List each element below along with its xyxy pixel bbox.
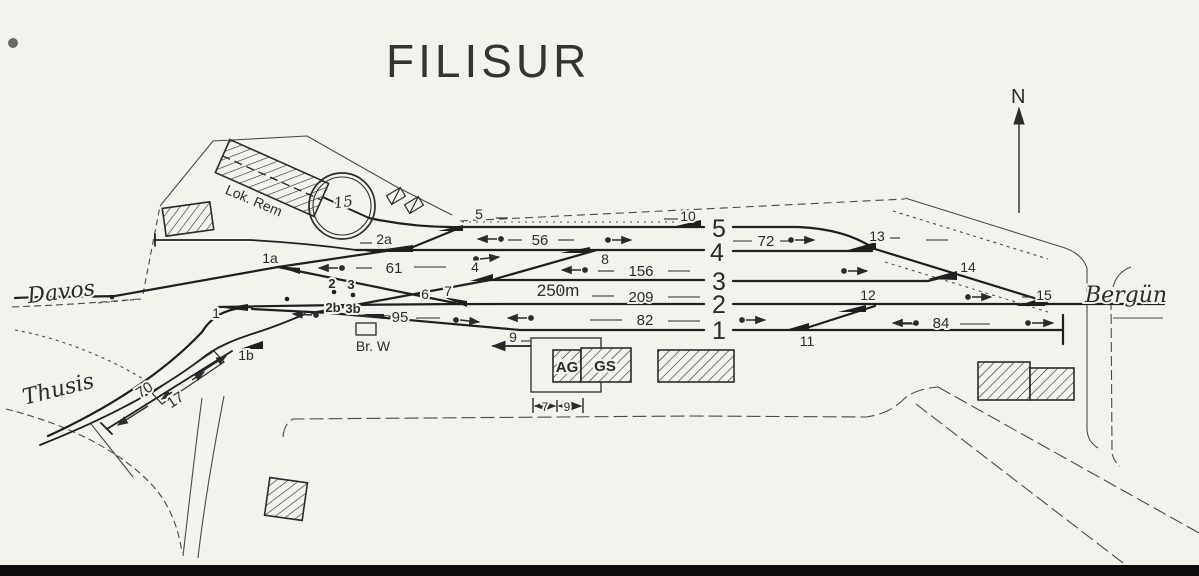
dotted-track-lines: [462, 221, 1049, 313]
turntable-number: 15: [333, 192, 354, 212]
switch-label-8: 8: [601, 251, 609, 267]
switch-label-14: 14: [960, 259, 976, 275]
goods-shed-gs: [580, 347, 632, 383]
goods-shed-label-gs: GS: [594, 358, 616, 375]
turntable: [308, 172, 376, 240]
switch-label-11: 11: [800, 333, 815, 349]
length-72: 72: [758, 233, 775, 250]
switch-label-3: 3: [347, 277, 354, 292]
weighbridge-symbol: [355, 322, 377, 336]
station-label-thusis: Thusis: [20, 369, 97, 411]
track-number-4: 4: [710, 239, 724, 267]
switch-label-13: 13: [869, 228, 885, 244]
platform-dim-9: 9: [564, 400, 571, 414]
building-east-1: [977, 361, 1031, 401]
roads-and-boundaries: [5, 135, 1199, 576]
switch-label-2: 2: [328, 276, 335, 291]
length-82: 82: [637, 312, 654, 329]
length-209: 209: [628, 289, 653, 306]
station-building-label-ag: AG: [556, 359, 579, 376]
length-250m: 250m: [537, 281, 580, 300]
station-label-berguen: Bergün: [1084, 283, 1167, 308]
lineside-hut-1: [385, 186, 407, 206]
lineside-hut-2: [403, 195, 425, 215]
track-number-2: 2: [712, 291, 726, 319]
length-markers: [116, 217, 1055, 426]
length-61: 61: [386, 260, 403, 277]
switch-label-10: 10: [680, 208, 696, 224]
scan-speck: [8, 38, 18, 48]
switch-label-7: 7: [444, 283, 452, 299]
switch-label-1b: 1b: [238, 347, 254, 363]
switch-label-6: 6: [421, 286, 429, 302]
track-number-1: 1: [712, 317, 726, 345]
switch-label-3b: 3b: [345, 301, 360, 316]
page-title: FILISUR: [386, 35, 590, 87]
loco-shed-building: [214, 138, 330, 218]
switch-label-2b: 2b: [325, 300, 340, 315]
north-arrow: [1013, 106, 1025, 213]
switch-label-12: 12: [860, 287, 876, 303]
length-95: 95: [392, 309, 409, 326]
platform-dim-7: 7: [542, 400, 549, 414]
north-label: N: [1011, 86, 1025, 108]
switch-label-5: 5: [475, 206, 483, 222]
length-156: 156: [628, 263, 653, 280]
scan-bottom-bar: [0, 565, 1199, 576]
switch-label-15: 15: [1036, 287, 1052, 303]
switch-label-1: 1: [212, 305, 220, 321]
length-84: 84: [933, 315, 950, 332]
building-center: [657, 349, 735, 383]
switch-label-4: 4: [471, 259, 479, 275]
switch-label-1a: 1a: [262, 250, 278, 266]
length-56: 56: [532, 232, 549, 249]
switch-label-2a: 2a: [376, 231, 392, 247]
weighbridge-label: Br. W: [356, 338, 391, 354]
switch-label-9: 9: [509, 329, 517, 345]
building-south: [263, 476, 309, 522]
length-70: 70: [133, 379, 156, 402]
buildings-layer: [151, 138, 1075, 522]
switch-wedges: [109, 220, 1045, 349]
depot-small-building: [161, 200, 215, 238]
track-number-3: 3: [712, 268, 726, 296]
station-label-davos: Davos: [25, 276, 96, 309]
building-east-2: [1029, 367, 1075, 401]
track-number-5: 5: [712, 215, 726, 243]
